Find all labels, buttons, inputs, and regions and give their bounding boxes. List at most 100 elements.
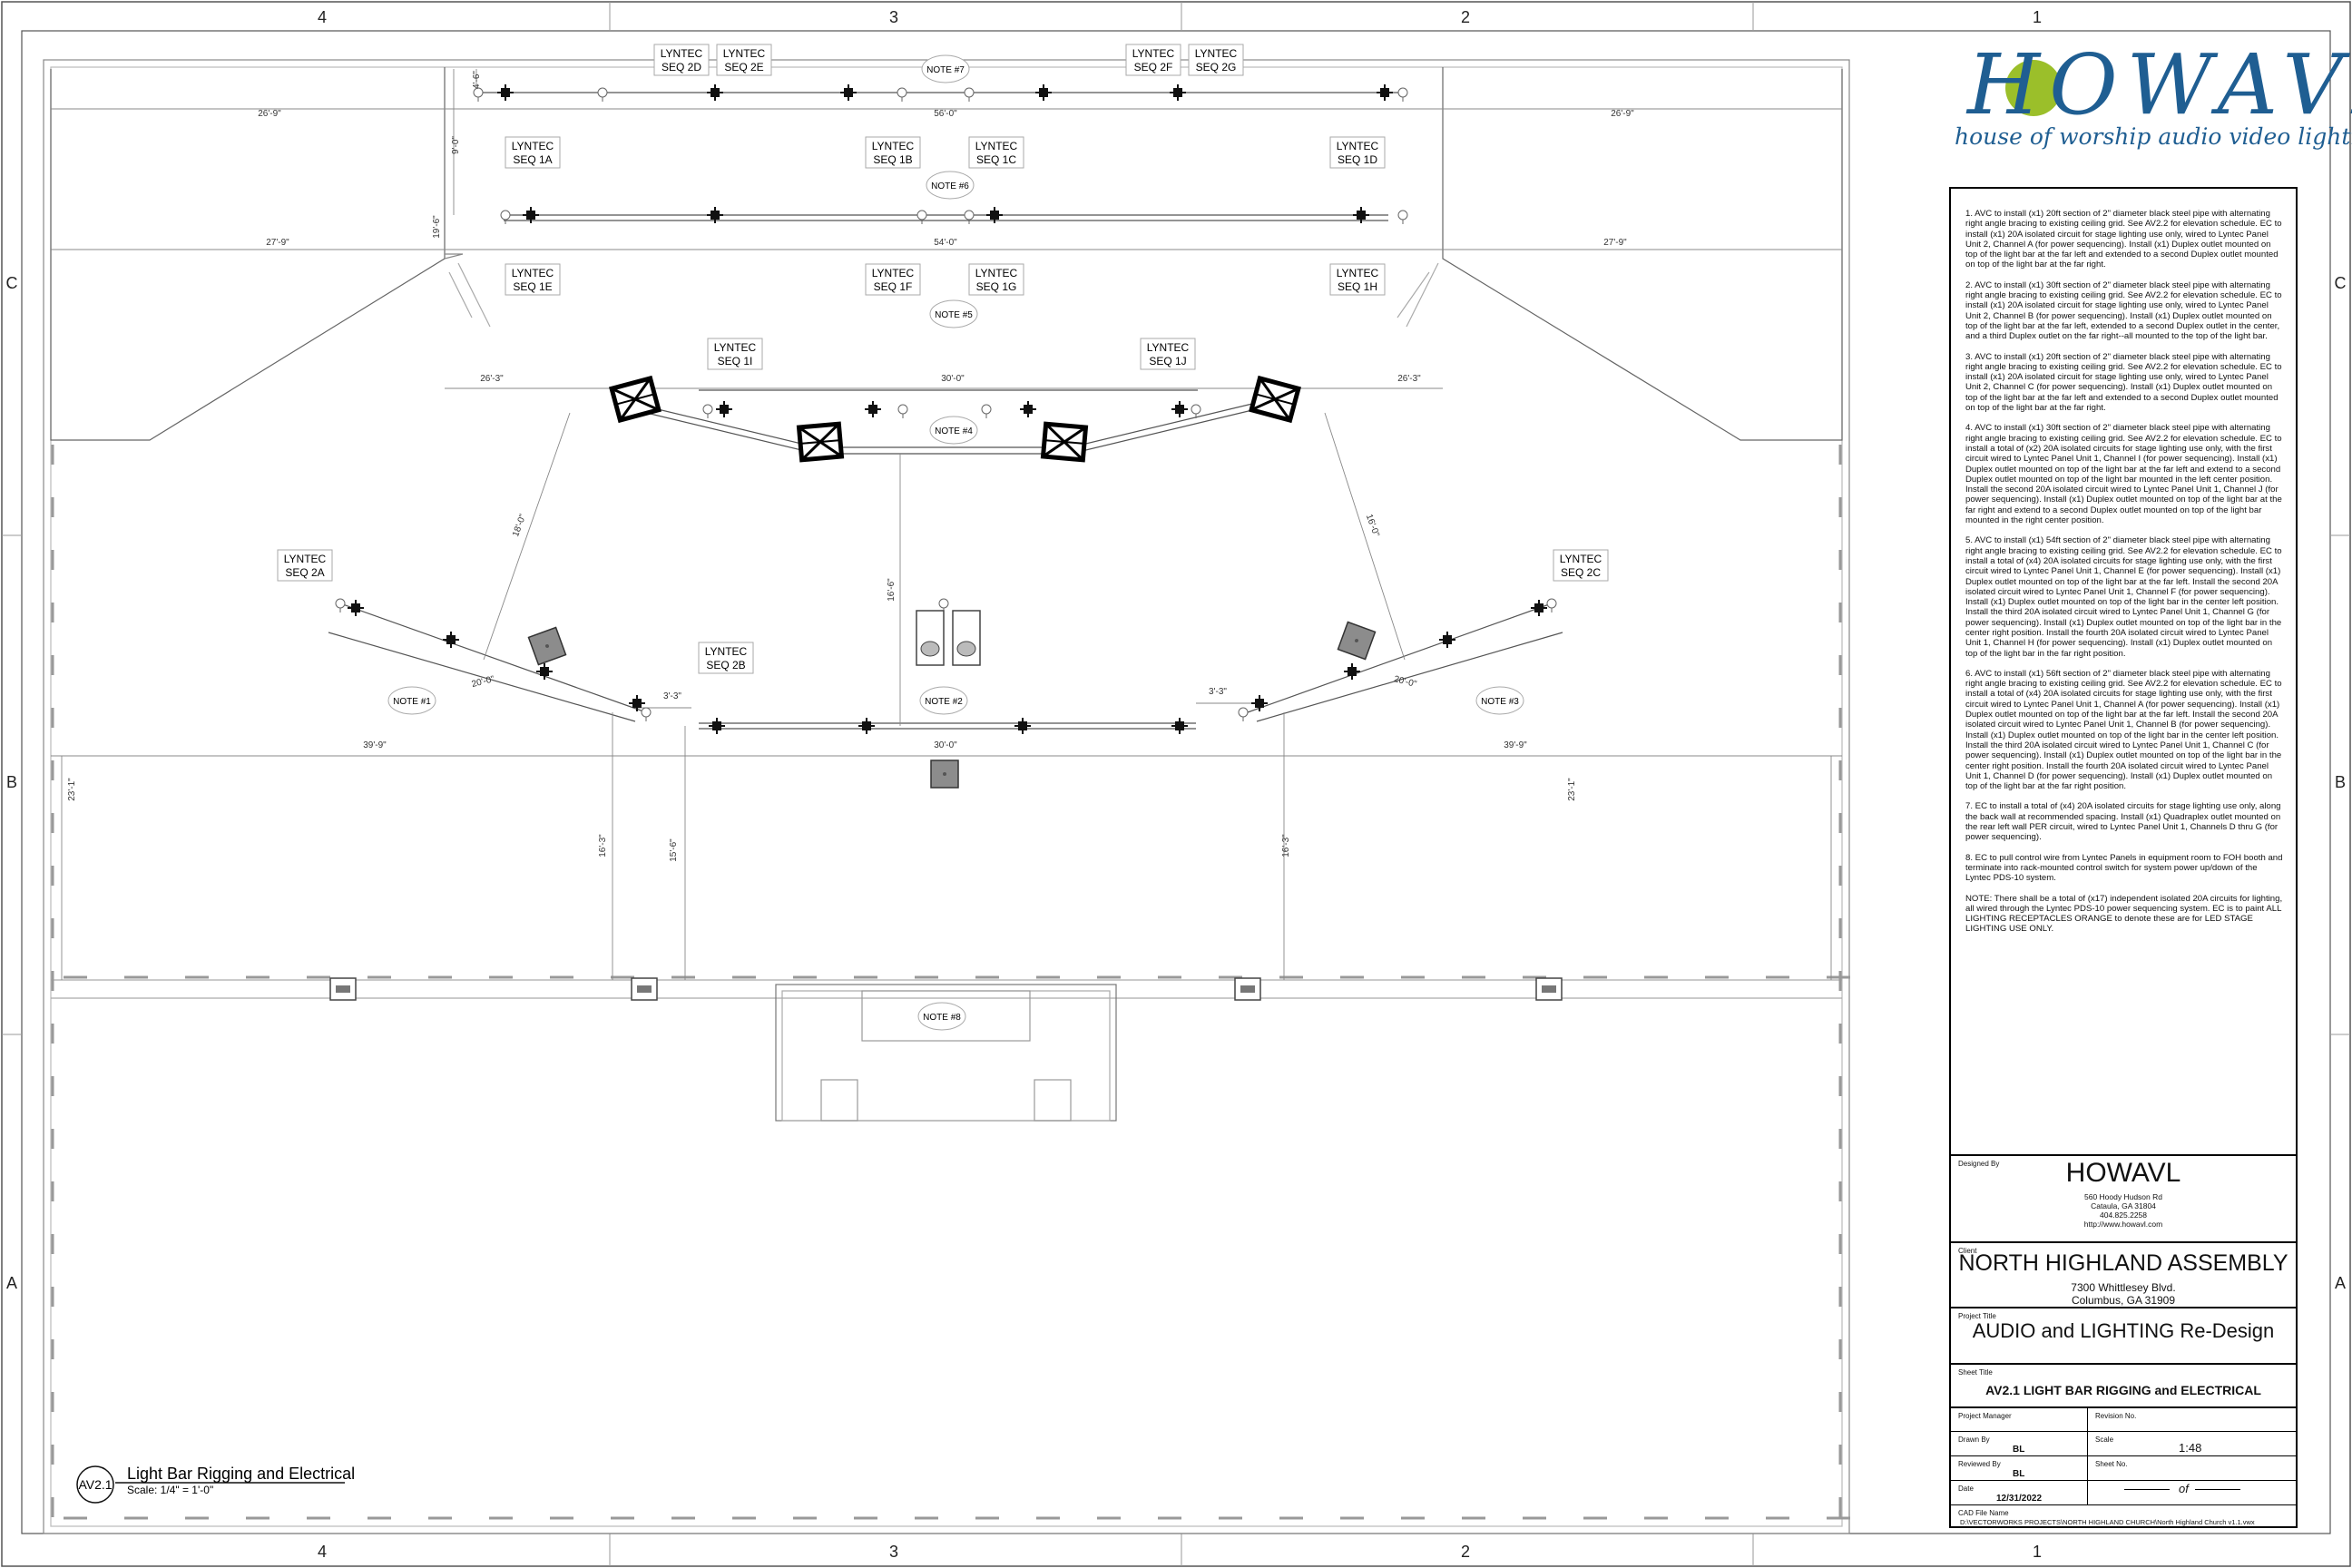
- dimension-text: 16'-3": [598, 834, 608, 858]
- wall-dashes: [51, 445, 1850, 1520]
- light-fixture-icon: [536, 663, 553, 680]
- grid-col-3-bottom: 3: [889, 1543, 898, 1561]
- note-bubble: NOTE #6: [926, 171, 975, 200]
- view-title-name: Light Bar Rigging and Electrical: [127, 1465, 355, 1483]
- client-address-2: Columbus, GA 31909: [2071, 1294, 2176, 1307]
- duplex-outlet-icon: [1397, 87, 1408, 102]
- wall-receptacle-icon: [1234, 977, 1261, 1001]
- dimension-text: 26'-3": [1397, 374, 1421, 384]
- dimension-text: 27'-9": [1603, 238, 1627, 248]
- light-fixture-icon: [1170, 84, 1186, 101]
- lyntec-label-line2: SEQ 1F: [874, 280, 913, 293]
- drawn-by-value: BL: [2013, 1445, 2025, 1455]
- client-label: Client: [1958, 1247, 1977, 1255]
- light-fixture-icon: [497, 84, 514, 101]
- lyntec-label-line2: SEQ 2D: [662, 61, 701, 74]
- duplex-outlet-icon: [1238, 707, 1249, 721]
- lyntec-label-line1: LYNTEC: [512, 267, 554, 279]
- lyntec-label-line1: LYNTEC: [1337, 267, 1379, 279]
- lyntec-label-line2: SEQ 2A: [285, 566, 324, 579]
- company-name: HOWAVL: [2065, 1158, 2181, 1188]
- dimension-text: 19'-6": [432, 215, 442, 239]
- lyntec-label-line1: LYNTEC: [975, 267, 1018, 279]
- light-fixture-icon: [1353, 207, 1369, 223]
- lyntec-label-line1: LYNTEC: [1147, 341, 1190, 354]
- dimension-text: 26'-9": [1611, 109, 1634, 119]
- dimension-text: 18'-0": [511, 513, 528, 538]
- date-row: Date 12/31/2022: [1951, 1480, 2296, 1504]
- dimension-text: 56'-0": [934, 109, 957, 119]
- view-title-tag: AV2.1: [78, 1477, 112, 1492]
- lyntec-label-line2: SEQ 1C: [976, 153, 1016, 166]
- lyntec-label-line1: LYNTEC: [723, 47, 766, 60]
- dimension-lines: [51, 69, 1842, 980]
- note-bubble-label: NOTE #7: [926, 65, 965, 75]
- duplex-outlet-icon: [938, 598, 949, 612]
- note-bubble-label: NOTE #2: [925, 697, 963, 707]
- lyntec-label-line2: SEQ 1I: [718, 355, 753, 368]
- dimension-text: 54'-0": [934, 238, 957, 248]
- company-phone: 404.825.2258: [2100, 1210, 2147, 1220]
- note-bubble-label: NOTE #3: [1481, 697, 1519, 707]
- dimension-texts: 26'-9"56'-0"26'-9"27'-9"54'-0"27'-9"26'-…: [67, 71, 1634, 862]
- date-label: Date: [1958, 1485, 1974, 1493]
- lyntec-label-line1: LYNTEC: [975, 140, 1018, 152]
- lyntec-label-line1: LYNTEC: [872, 267, 915, 279]
- lyntec-label-line1: LYNTEC: [872, 140, 915, 152]
- sheet-title-section: Sheet Title AV2.1 LIGHT BAR RIGGING and …: [1951, 1363, 2296, 1406]
- note-bubble-label: NOTE #5: [935, 310, 973, 320]
- lyntec-label-line2: SEQ 2G: [1196, 61, 1237, 74]
- lyntec-label-line2: SEQ 2C: [1561, 566, 1601, 579]
- duplex-outlet-icon: [964, 87, 975, 102]
- dimension-text: 23'-1": [67, 778, 77, 801]
- duplex-outlet-icon: [916, 210, 927, 224]
- project-manager-label: Project Manager: [1958, 1412, 2012, 1420]
- duplex-outlet-icon: [597, 87, 608, 102]
- grid-row-b-right: B: [2335, 773, 2346, 791]
- logo: HOWAVL house of worship audio video ligh…: [1949, 40, 2352, 158]
- light-fixture-icon: [1531, 600, 1547, 616]
- cad-row: CAD File Name D:\VECTORWORKS PROJECTS\NO…: [1951, 1504, 2296, 1528]
- general-note: 7. EC to install a total of (x4) 20A iso…: [1965, 801, 2281, 843]
- light-fixture-icon: [1171, 718, 1188, 734]
- light-fixture-icon: [1344, 663, 1360, 680]
- scale-label: Scale: [2095, 1436, 2114, 1444]
- project-section: Project Title AUDIO and LIGHTING Re-Desi…: [1951, 1307, 2296, 1363]
- light-fixture-icon: [629, 695, 645, 711]
- grid-col-1-bottom: 1: [2033, 1543, 2042, 1561]
- duplex-outlet-icon: [981, 404, 992, 418]
- general-note: 1. AVC to install (x1) 20ft section of 2…: [1965, 209, 2282, 270]
- duplex-outlet-icon: [897, 404, 908, 418]
- cad-file-label: CAD File Name: [1958, 1509, 2009, 1517]
- note-bubble: NOTE #3: [1475, 686, 1524, 715]
- company-address-2: Cataula, GA 31804: [2091, 1201, 2156, 1210]
- designed-by-label: Designed By: [1958, 1160, 2000, 1168]
- note-bubble: NOTE #4: [929, 416, 978, 445]
- light-fixture-icon: [1171, 401, 1188, 417]
- light-fixture-icon: [716, 401, 732, 417]
- general-note: 2. AVC to install (x1) 30ft section of 2…: [1965, 279, 2282, 342]
- duplex-outlet-icon: [1546, 598, 1557, 612]
- view-title-bubble: [76, 1465, 114, 1504]
- client-address-1: 7300 Whittlesey Blvd.: [2071, 1281, 2176, 1294]
- grid-col-3-top: 3: [889, 8, 898, 26]
- duplex-outlet-icon: [335, 598, 346, 612]
- note-bubble: NOTE #1: [387, 686, 436, 715]
- dimension-text: 20'-0": [1393, 674, 1418, 690]
- general-note: 8. EC to pull control wire from Lyntec P…: [1965, 852, 2283, 884]
- lyntec-label-line2: SEQ 2B: [706, 659, 745, 671]
- fixtures: [329, 84, 1563, 1001]
- lyntec-label-line1: LYNTEC: [661, 47, 703, 60]
- title-block: 1. AVC to install (x1) 20ft section of 2…: [1949, 187, 2298, 1528]
- light-fixture-icon: [707, 84, 723, 101]
